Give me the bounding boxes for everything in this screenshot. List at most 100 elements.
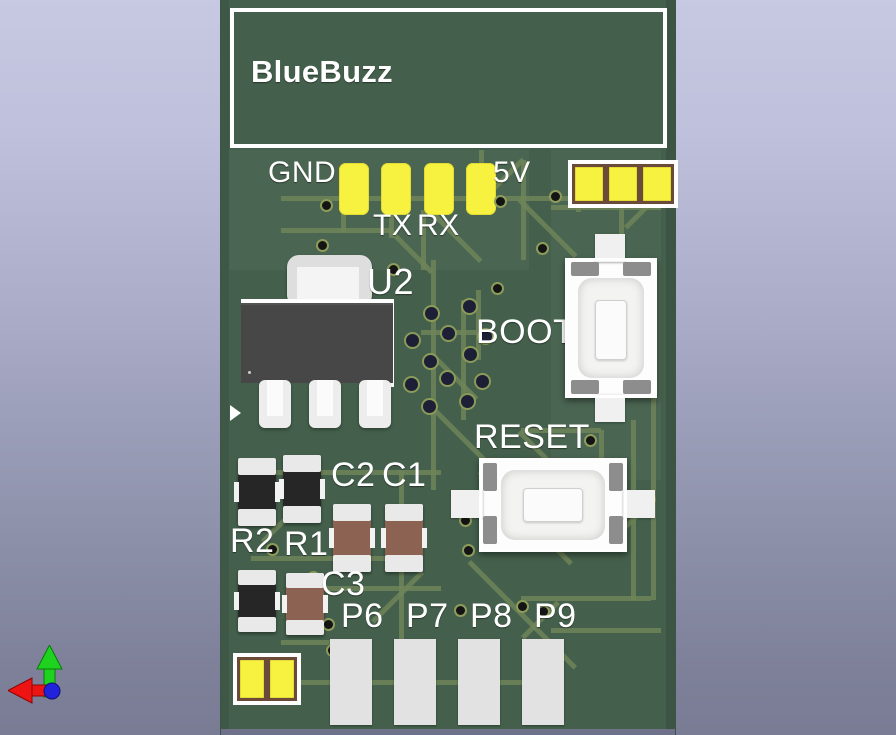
r2-side-metal [234,482,239,502]
copper-trace [251,556,401,561]
copper-trace [321,586,441,591]
copper-trace [421,210,426,270]
copper-trace [651,300,656,600]
via [389,265,398,274]
copper-trace [551,628,661,633]
orientation-axes-gizmo[interactable] [6,643,88,715]
c3-terminal-bottom [286,620,324,635]
silk-label-p9: P9 [534,597,577,635]
via [318,241,327,250]
header-pad[interactable] [240,660,264,698]
r1-side-metal [279,479,284,499]
c2-side-metal [370,528,375,548]
page-title: BlueBuzz [251,54,393,89]
boot-switch-plunger[interactable] [595,300,627,360]
silk-label-r1: R1 [284,525,329,563]
component-c3[interactable] [282,573,328,635]
c2-side-metal [329,528,334,548]
pad-5v[interactable] [466,163,496,215]
copper-trace [521,428,601,433]
two-pad-header[interactable] [233,653,301,705]
reset-switch[interactable] [451,458,655,552]
c1-terminal-bottom [385,555,423,572]
component-u2[interactable] [230,255,407,445]
boot-switch-leg [571,380,599,394]
r2-side-metal [275,482,280,502]
three-pad-header[interactable] [568,160,678,208]
edge-pad-p6[interactable] [330,639,372,725]
boot-switch-tab-bottom [595,394,625,422]
r1-terminal-top [283,455,321,472]
edge-pad-p7[interactable] [394,639,436,725]
c1-side-metal [422,528,427,548]
silk-label-p8: P8 [470,597,513,635]
r1-side-metal [320,479,325,499]
board-edge-left [221,0,229,735]
component-c1[interactable] [381,504,427,572]
x-axis-arrow-icon [6,677,33,704]
pad-tx[interactable] [381,163,411,215]
c3-terminal-top [286,573,324,588]
boot-switch-leg [623,380,651,394]
via [406,334,419,347]
silk-label-5v: 5V [493,156,531,189]
header-pad[interactable] [270,660,294,698]
pcb-board[interactable]: BlueBuzz GND 5V TX RX [221,0,678,735]
r1-terminal-bottom [283,506,321,523]
c2-terminal-bottom [333,555,371,572]
reset-switch-leg [609,516,623,544]
u2-lead-2-metal [317,380,333,416]
reset-switch-tab-right [623,490,655,518]
via [463,300,476,313]
header-pad[interactable] [575,167,603,201]
via [464,348,477,361]
reset-switch-leg [483,516,497,544]
copper-trace [476,290,481,360]
edge-pad-p8[interactable] [458,639,500,725]
via [464,546,473,555]
reset-switch-leg [609,463,623,491]
reset-switch-leg [483,463,497,491]
y-axis-arrow-icon [36,643,63,670]
via [324,620,333,629]
pad-rx[interactable] [424,163,454,215]
via [493,284,502,293]
via [441,372,454,385]
reset-switch-tab-left [451,490,483,518]
boot-switch[interactable] [565,234,657,422]
u2-body [241,303,393,383]
reset-switch-silk-frame [479,458,627,552]
u2-lead-1-metal [267,380,283,416]
header-pad[interactable] [609,167,637,201]
silk-label-c2: C2 [331,456,376,494]
u2-lead-3-metal [367,380,383,416]
board-edge-right [666,0,675,735]
component-r3[interactable] [234,570,280,632]
header-pad[interactable] [643,167,671,201]
silk-label-c3: C3 [321,565,366,603]
copper-trace [251,470,441,475]
copper-trace [521,596,651,601]
copper-trace [521,160,526,260]
z-axis-origin-icon [43,682,61,700]
copper-trace [432,355,479,401]
silk-label-boot: BOOT [476,313,575,351]
via [423,400,436,413]
edge-pad-p9[interactable] [522,639,564,725]
reset-switch-plunger[interactable] [523,488,583,522]
via [424,355,437,368]
copper-trace [281,228,391,233]
component-r2[interactable] [234,458,280,526]
component-r1[interactable] [279,455,325,523]
c3-side-metal [323,595,328,613]
via [551,192,560,201]
component-c2[interactable] [329,504,375,572]
c1-terminal-top [385,504,423,521]
via [518,602,527,611]
c3-side-metal [282,595,287,613]
via [442,327,455,340]
pad-gnd[interactable] [339,163,369,215]
copper-trace [461,300,466,420]
silk-label-p6: P6 [341,597,384,635]
